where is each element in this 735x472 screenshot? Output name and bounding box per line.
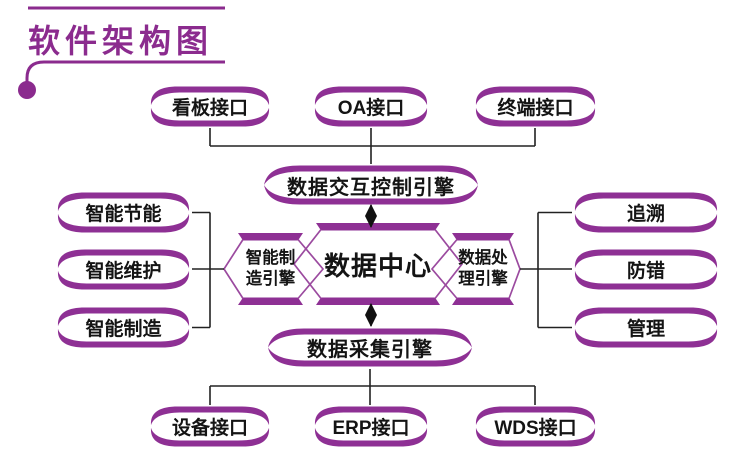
node-label: 智能制 造引擎 — [246, 248, 296, 290]
node-erp-interface: ERP接口 — [312, 404, 430, 449]
node-label: 终端接口 — [497, 98, 574, 119]
node-smart-maintenance: 智能维护 — [55, 247, 192, 292]
node-smart-manufacturing: 智能制造 — [55, 305, 192, 350]
node-label: 智能节能 — [85, 204, 162, 225]
node-error-proofing: 防错 — [572, 247, 720, 292]
node-device-interface: 设备接口 — [148, 404, 272, 449]
node-label: ERP接口 — [332, 418, 410, 439]
node-label: 追溯 — [626, 204, 665, 225]
node-data-center: 数据中心 — [316, 223, 440, 305]
node-interaction-control-engine: 数据交互控制引擎 — [264, 163, 478, 207]
node-kanban-interface: 看板接口 — [148, 84, 272, 129]
node-label-line2: 理引擎 — [458, 270, 508, 288]
node-label: 设备接口 — [171, 418, 248, 439]
node-label-line1: 智能制 — [245, 249, 296, 267]
node-label: 防错 — [626, 261, 665, 282]
node-manufacturing-engine: 智能制 造引擎 — [238, 233, 303, 305]
node-label: 看板接口 — [171, 98, 248, 119]
node-label: WDS接口 — [494, 418, 577, 439]
node-processing-engine: 数据处 理引擎 — [452, 233, 514, 305]
node-label-line1: 数据处 — [458, 249, 508, 267]
node-wds-interface: WDS接口 — [473, 404, 598, 449]
node-label: 数据采集引擎 — [307, 339, 433, 361]
node-label: 数据交互控制引擎 — [287, 176, 455, 199]
page-title: 软件架构图 — [28, 23, 214, 59]
node-management: 管理 — [572, 305, 720, 350]
node-oa-interface: OA接口 — [312, 84, 430, 129]
node-label: 智能维护 — [85, 261, 162, 282]
node-label-line2: 造引擎 — [245, 270, 296, 288]
node-traceability: 追溯 — [572, 190, 720, 235]
node-smart-energy-saving: 智能节能 — [55, 190, 192, 235]
node-label: 数据处 理引擎 — [458, 248, 508, 290]
node-label: OA接口 — [337, 98, 405, 119]
node-terminal-interface: 终端接口 — [473, 84, 598, 129]
node-label: 数据中心 — [323, 250, 432, 281]
node-label: 管理 — [626, 319, 665, 340]
node-label: 智能制造 — [85, 319, 162, 340]
node-collection-engine: 数据采集引擎 — [268, 326, 472, 369]
